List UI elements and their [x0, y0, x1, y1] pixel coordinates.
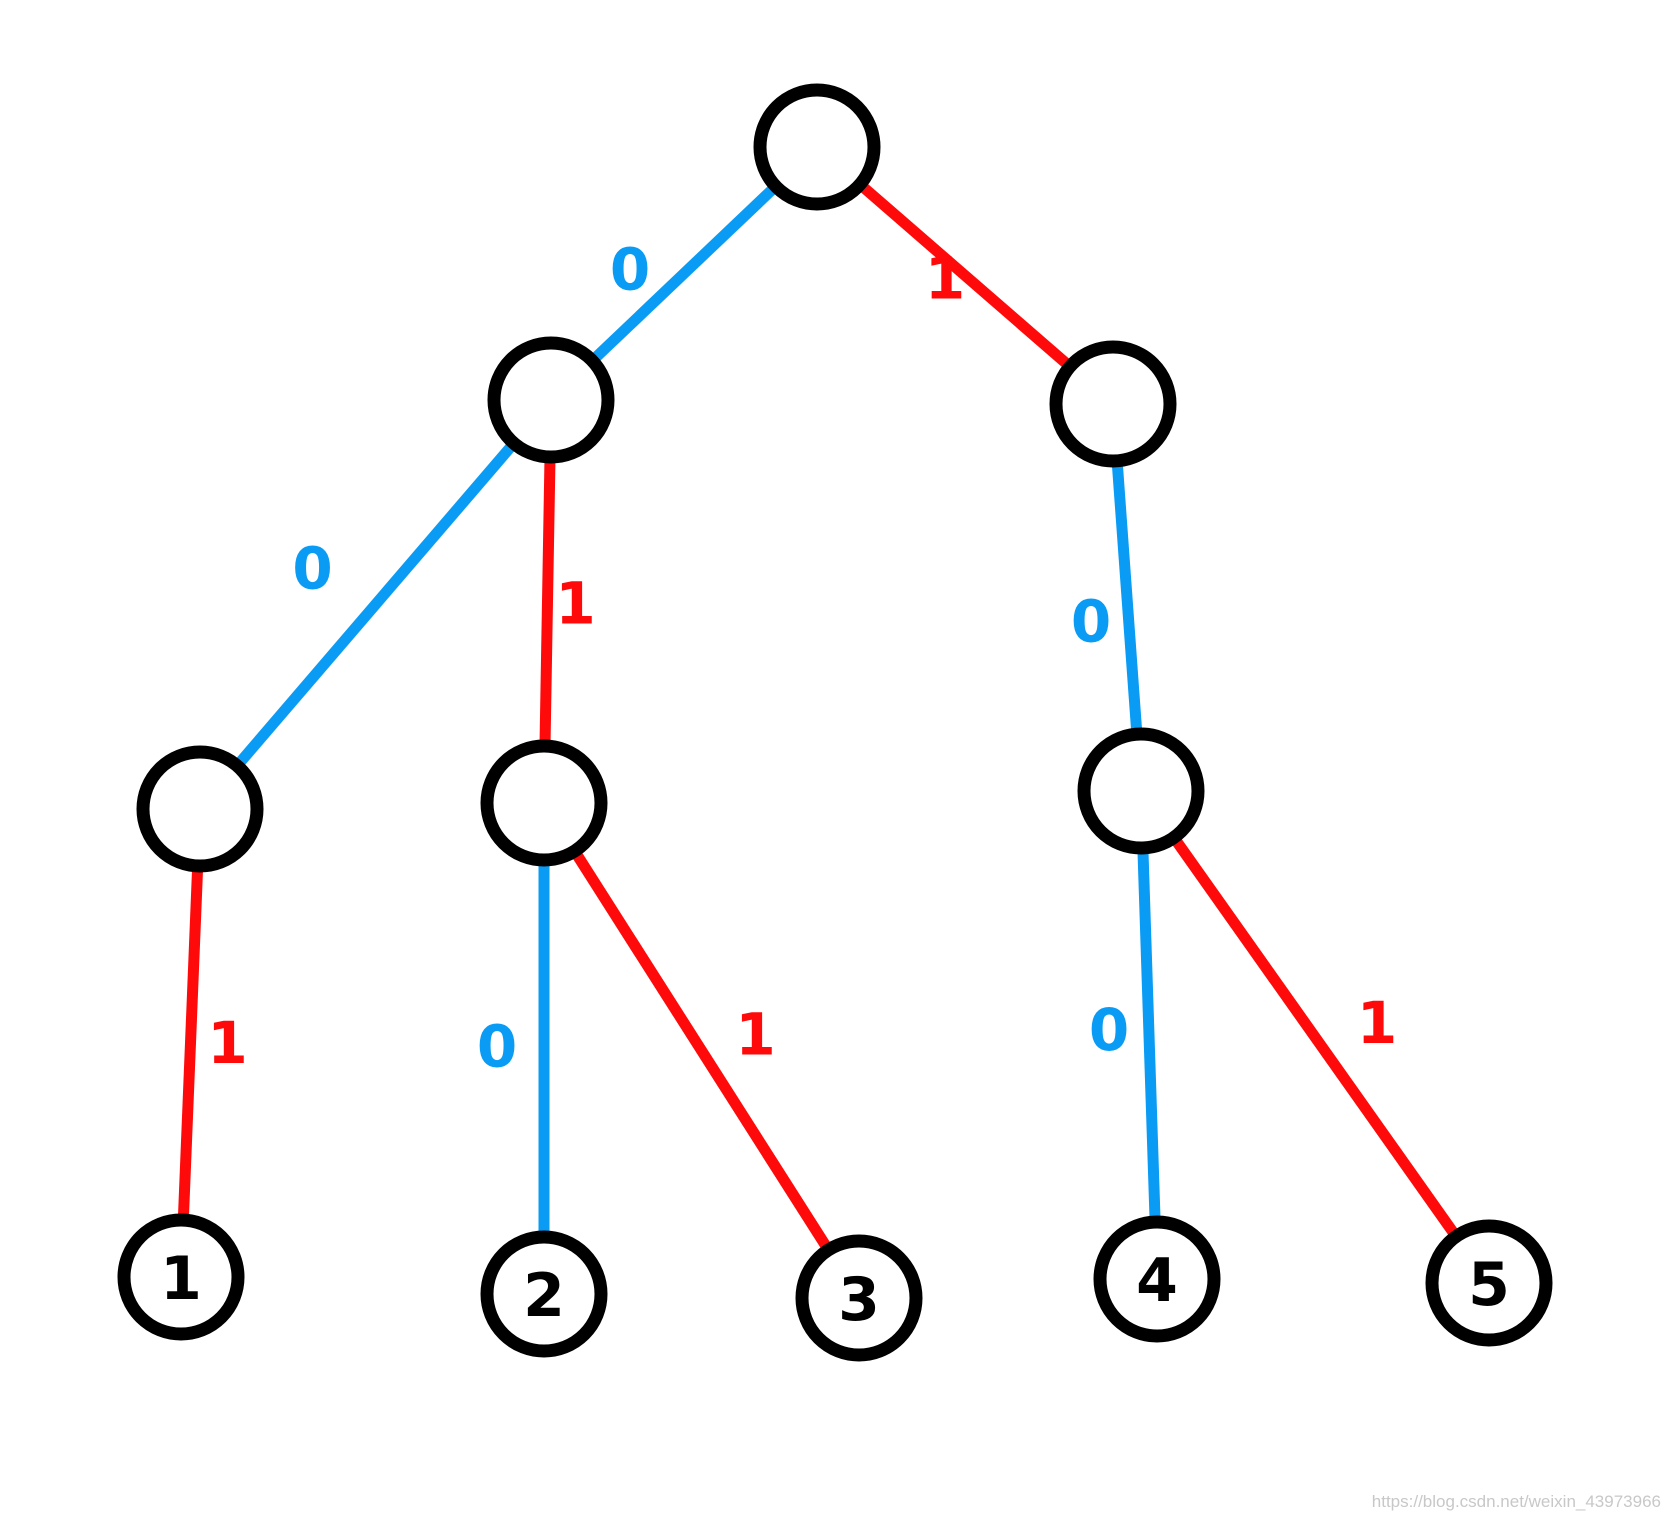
edges-layer — [175, 142, 1494, 1301]
node-label-leaf5: 5 — [1468, 1250, 1510, 1320]
node-leaf4: 4 — [1093, 1215, 1221, 1343]
node-leaf1: 1 — [117, 1213, 245, 1341]
node-n01 — [480, 739, 608, 867]
node-root — [753, 83, 881, 211]
node-circle-root — [753, 83, 881, 211]
edge-label-root-n0: 0 — [610, 236, 650, 304]
edge-label-n10-leaf4: 0 — [1089, 996, 1129, 1064]
node-leaf2: 2 — [480, 1230, 608, 1358]
node-n10 — [1077, 727, 1205, 855]
edge-labels-layer: 0 1 0 1 0 1 0 1 0 1 — [207, 236, 1397, 1081]
node-circle-n10 — [1077, 727, 1205, 855]
edge-n01-leaf3-bit-1 — [539, 800, 864, 1301]
node-label-leaf4: 4 — [1136, 1246, 1178, 1316]
edge-label-n1-n10: 0 — [1071, 588, 1111, 656]
node-circle-leaf1 — [117, 1213, 245, 1341]
edge-label-n00-leaf1: 1 — [207, 1009, 247, 1077]
node-circle-n1 — [1049, 340, 1177, 468]
node-circle-leaf4 — [1093, 1215, 1221, 1343]
nodes-layer: 1 2 3 4 5 — [117, 83, 1553, 1362]
watermark-url: https://blog.csdn.net/weixin_43973966 — [1371, 1492, 1661, 1511]
node-leaf3: 3 — [795, 1234, 923, 1362]
node-label-leaf3: 3 — [838, 1265, 880, 1335]
edge-n0-n01-bit-1 — [538, 399, 557, 804]
edge-label-n01-leaf3: 1 — [735, 1001, 775, 1069]
node-n1 — [1049, 340, 1177, 468]
edge-n1-n10-bit-0 — [1107, 403, 1147, 792]
node-circle-n00 — [136, 745, 264, 873]
node-circle-leaf5 — [1425, 1219, 1553, 1347]
edge-n00-leaf1-bit-1 — [175, 808, 206, 1278]
node-circle-leaf2 — [480, 1230, 608, 1358]
edge-label-n0-n01: 1 — [555, 570, 595, 638]
edge-n10-leaf5-bit-1 — [1136, 787, 1494, 1287]
edge-label-n01-leaf2: 0 — [477, 1013, 517, 1081]
edge-label-root-n1: 1 — [925, 245, 965, 313]
edge-root-n1-bit-1 — [813, 142, 1117, 409]
node-circle-n0 — [487, 336, 615, 464]
edge-label-n10-leaf5: 1 — [1357, 989, 1397, 1057]
node-n0 — [487, 336, 615, 464]
edge-n0-n00-bit-0 — [195, 396, 556, 813]
edge-n10-leaf4-bit-0 — [1135, 790, 1163, 1280]
node-leaf5: 5 — [1425, 1219, 1553, 1347]
node-n00 — [136, 745, 264, 873]
node-circle-n01 — [480, 739, 608, 867]
node-circle-leaf3 — [795, 1234, 923, 1362]
node-label-leaf1: 1 — [160, 1244, 202, 1314]
node-label-leaf2: 2 — [523, 1261, 565, 1331]
edge-label-n0-n00: 0 — [292, 535, 332, 603]
